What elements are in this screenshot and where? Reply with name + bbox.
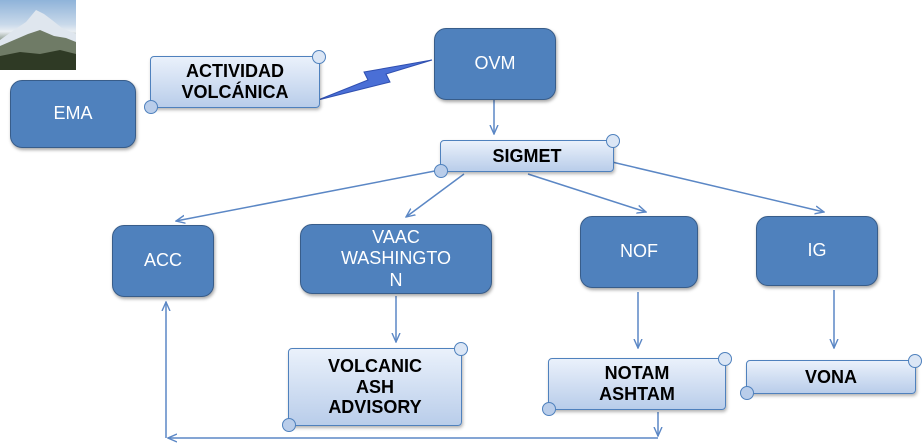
node-vaac-line-3: N <box>389 269 403 290</box>
node-ovm-label: OVM <box>474 53 516 74</box>
scroll-actividad-line-2: VOLCÁNICA <box>181 82 289 102</box>
scroll-notam-line-1: NOTAM <box>604 363 670 384</box>
scroll-vona: VONA <box>740 354 922 400</box>
arrow-sigmet-acc <box>176 169 441 221</box>
scroll-volcanic-line-3: ADVISORY <box>328 397 422 418</box>
scroll-sigmet-label: SIGMET <box>492 145 562 166</box>
node-ema-label: EMA <box>53 103 93 124</box>
lightning-bolt-icon <box>317 59 433 101</box>
node-nof-label: NOF <box>620 241 658 262</box>
arrow-sigmet-vaac <box>406 173 465 217</box>
node-acc: ACC <box>112 225 214 297</box>
node-ema: EMA <box>10 80 136 148</box>
node-ig: IG <box>756 216 878 286</box>
scroll-volcanic-line-1: VOLCANIC <box>328 355 422 376</box>
scroll-actividad-line-1: ACTIVIDAD <box>186 61 284 82</box>
node-vaac-washington: VAAC WASHINGTO N <box>300 224 492 294</box>
node-vaac-line-1: VAAC <box>372 226 420 247</box>
scroll-sigmet: SIGMET <box>434 134 620 178</box>
node-nof: NOF <box>580 216 698 288</box>
scroll-volcanic-line-2: ASH <box>355 376 394 397</box>
node-ig-label: IG <box>807 240 827 261</box>
scroll-notam-line-2: ASHTAM <box>599 384 675 404</box>
arrow-sigmet-nof <box>527 173 646 212</box>
scroll-notam-ashtam: NOTAM ASHTAM <box>542 352 732 416</box>
scroll-vona-label: VONA <box>804 366 857 387</box>
arrow-sigmet-ig <box>611 161 824 212</box>
scroll-volcanic-ash-advisory: VOLCANIC ASH ADVISORY <box>282 342 468 432</box>
scroll-actividad-volcanica: ACTIVIDAD VOLCÁNICA <box>144 50 326 114</box>
node-ovm: OVM <box>434 28 556 100</box>
node-acc-label: ACC <box>143 250 182 271</box>
volcano-photo <box>0 0 76 70</box>
node-vaac-line-2: WASHINGTO <box>340 248 451 269</box>
